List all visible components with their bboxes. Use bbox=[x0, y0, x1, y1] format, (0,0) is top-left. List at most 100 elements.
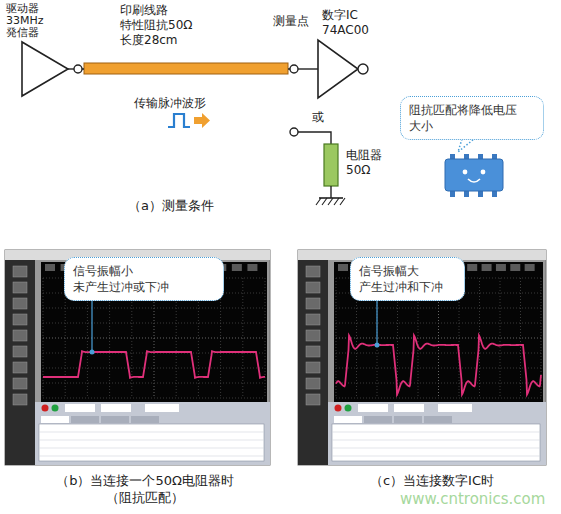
menu-button bbox=[467, 264, 477, 271]
tool-icon bbox=[13, 394, 27, 405]
measure-table bbox=[39, 424, 264, 461]
screen-frame bbox=[5, 250, 270, 465]
callout-text: 信号振幅大 产生过冲和下冲 bbox=[359, 263, 456, 295]
ic-symbol bbox=[318, 40, 358, 98]
panel-tab bbox=[131, 416, 159, 423]
tool-icon bbox=[13, 266, 27, 277]
menu-button bbox=[482, 264, 492, 271]
resistor-symbol bbox=[324, 144, 338, 186]
panel-tab bbox=[71, 416, 99, 423]
display-area bbox=[334, 262, 543, 402]
resistor-label: 电阻器 50Ω bbox=[346, 148, 396, 178]
grid-line bbox=[43, 338, 265, 339]
wire bbox=[298, 132, 331, 144]
wire bbox=[82, 68, 84, 69]
chip-eye bbox=[463, 170, 468, 175]
screen-frame bbox=[298, 250, 546, 465]
grid-line bbox=[500, 278, 501, 398]
tool-icon bbox=[13, 362, 27, 373]
panel-tab bbox=[334, 416, 362, 423]
pulse-icon bbox=[168, 114, 190, 127]
tool-column bbox=[5, 260, 35, 465]
panel-tab bbox=[394, 416, 422, 423]
callout-text: 信号振幅小 未产生过冲或下冲 bbox=[73, 263, 215, 295]
grid-line bbox=[336, 383, 541, 384]
tool-icon bbox=[13, 378, 27, 389]
chip-body bbox=[445, 159, 503, 191]
channel-indicator bbox=[42, 405, 49, 412]
table-rule bbox=[332, 440, 540, 441]
grid-line bbox=[336, 353, 541, 354]
driver-symbol bbox=[22, 42, 68, 96]
menu-button bbox=[496, 264, 506, 271]
tool-icon bbox=[306, 330, 320, 341]
leader-dot bbox=[90, 350, 95, 355]
terminal bbox=[74, 65, 82, 73]
table-rule bbox=[332, 432, 540, 433]
measure-point bbox=[290, 65, 298, 73]
wire bbox=[330, 186, 331, 198]
tool-column bbox=[298, 260, 328, 465]
wire bbox=[68, 68, 74, 69]
tool-icon bbox=[306, 298, 320, 309]
callout-text: 阻抗匹配将降低电压 大小 bbox=[409, 102, 535, 134]
channel-indicator bbox=[52, 405, 59, 412]
grid-line bbox=[242, 278, 243, 398]
watermark: www.cntronics.com bbox=[400, 491, 560, 508]
ic-label: 数字IC 74AC00 bbox=[322, 8, 382, 38]
grid-line bbox=[520, 278, 521, 398]
grid-line bbox=[336, 323, 541, 324]
setting-box bbox=[438, 404, 472, 412]
ground-hatch bbox=[316, 198, 345, 205]
tool-icon bbox=[306, 282, 320, 293]
tool-icon bbox=[306, 314, 320, 325]
grid-line bbox=[336, 368, 541, 369]
callout-bubble: 信号振幅小 未产生过冲或下冲 bbox=[64, 257, 224, 301]
leader-line bbox=[376, 297, 377, 344]
channel-indicator bbox=[345, 405, 352, 412]
subfigure-caption: （a）测量条件 bbox=[128, 198, 258, 213]
wire bbox=[298, 68, 318, 69]
callout-bubble: 阻抗匹配将降低电压 大小 bbox=[400, 96, 544, 140]
menu-button bbox=[525, 264, 535, 271]
channel-indicator bbox=[335, 405, 342, 412]
menu-button bbox=[338, 264, 348, 271]
tool-icon bbox=[306, 394, 320, 405]
subfigure-caption: （b）当连接一个50Ω电阻器时 （阻抗匹配） bbox=[35, 472, 255, 506]
setting-box bbox=[358, 404, 388, 412]
menu-button bbox=[45, 264, 55, 271]
measure-panel bbox=[35, 402, 270, 465]
tool-icon bbox=[306, 378, 320, 389]
oscilloscope-screen bbox=[298, 250, 546, 465]
grid-line bbox=[43, 383, 265, 384]
panel-tab bbox=[101, 416, 129, 423]
menu-button bbox=[510, 264, 520, 271]
grid-line bbox=[336, 338, 541, 339]
tool-icon bbox=[13, 346, 27, 357]
measure-panel bbox=[328, 402, 546, 465]
grid-line bbox=[43, 323, 265, 324]
grid-line bbox=[43, 398, 265, 399]
driver-label: 驱动器 33MHz 発信器 bbox=[6, 3, 66, 39]
direction-arrow bbox=[194, 113, 210, 128]
tool-icon bbox=[13, 330, 27, 341]
signal-waveform bbox=[336, 335, 541, 394]
chip-smile bbox=[468, 179, 480, 182]
tool-icon bbox=[306, 266, 320, 277]
inverter-bubble bbox=[358, 64, 368, 74]
tool-icon bbox=[13, 314, 27, 325]
table-rule bbox=[39, 440, 264, 441]
subfigure-caption: （c）当连接数字IC时 bbox=[322, 472, 542, 489]
setting-box bbox=[65, 404, 95, 412]
pcb-trace bbox=[84, 63, 288, 74]
or-label: 或 bbox=[312, 110, 332, 124]
leader-dot bbox=[375, 343, 380, 348]
chip-mascot bbox=[445, 154, 503, 197]
grid-line bbox=[336, 308, 541, 309]
menu-button bbox=[232, 264, 242, 271]
tool-icon bbox=[13, 298, 27, 309]
table-rule bbox=[332, 448, 540, 449]
tool-icon bbox=[306, 362, 320, 373]
panel-tab bbox=[41, 416, 69, 423]
measure-table bbox=[332, 424, 540, 461]
